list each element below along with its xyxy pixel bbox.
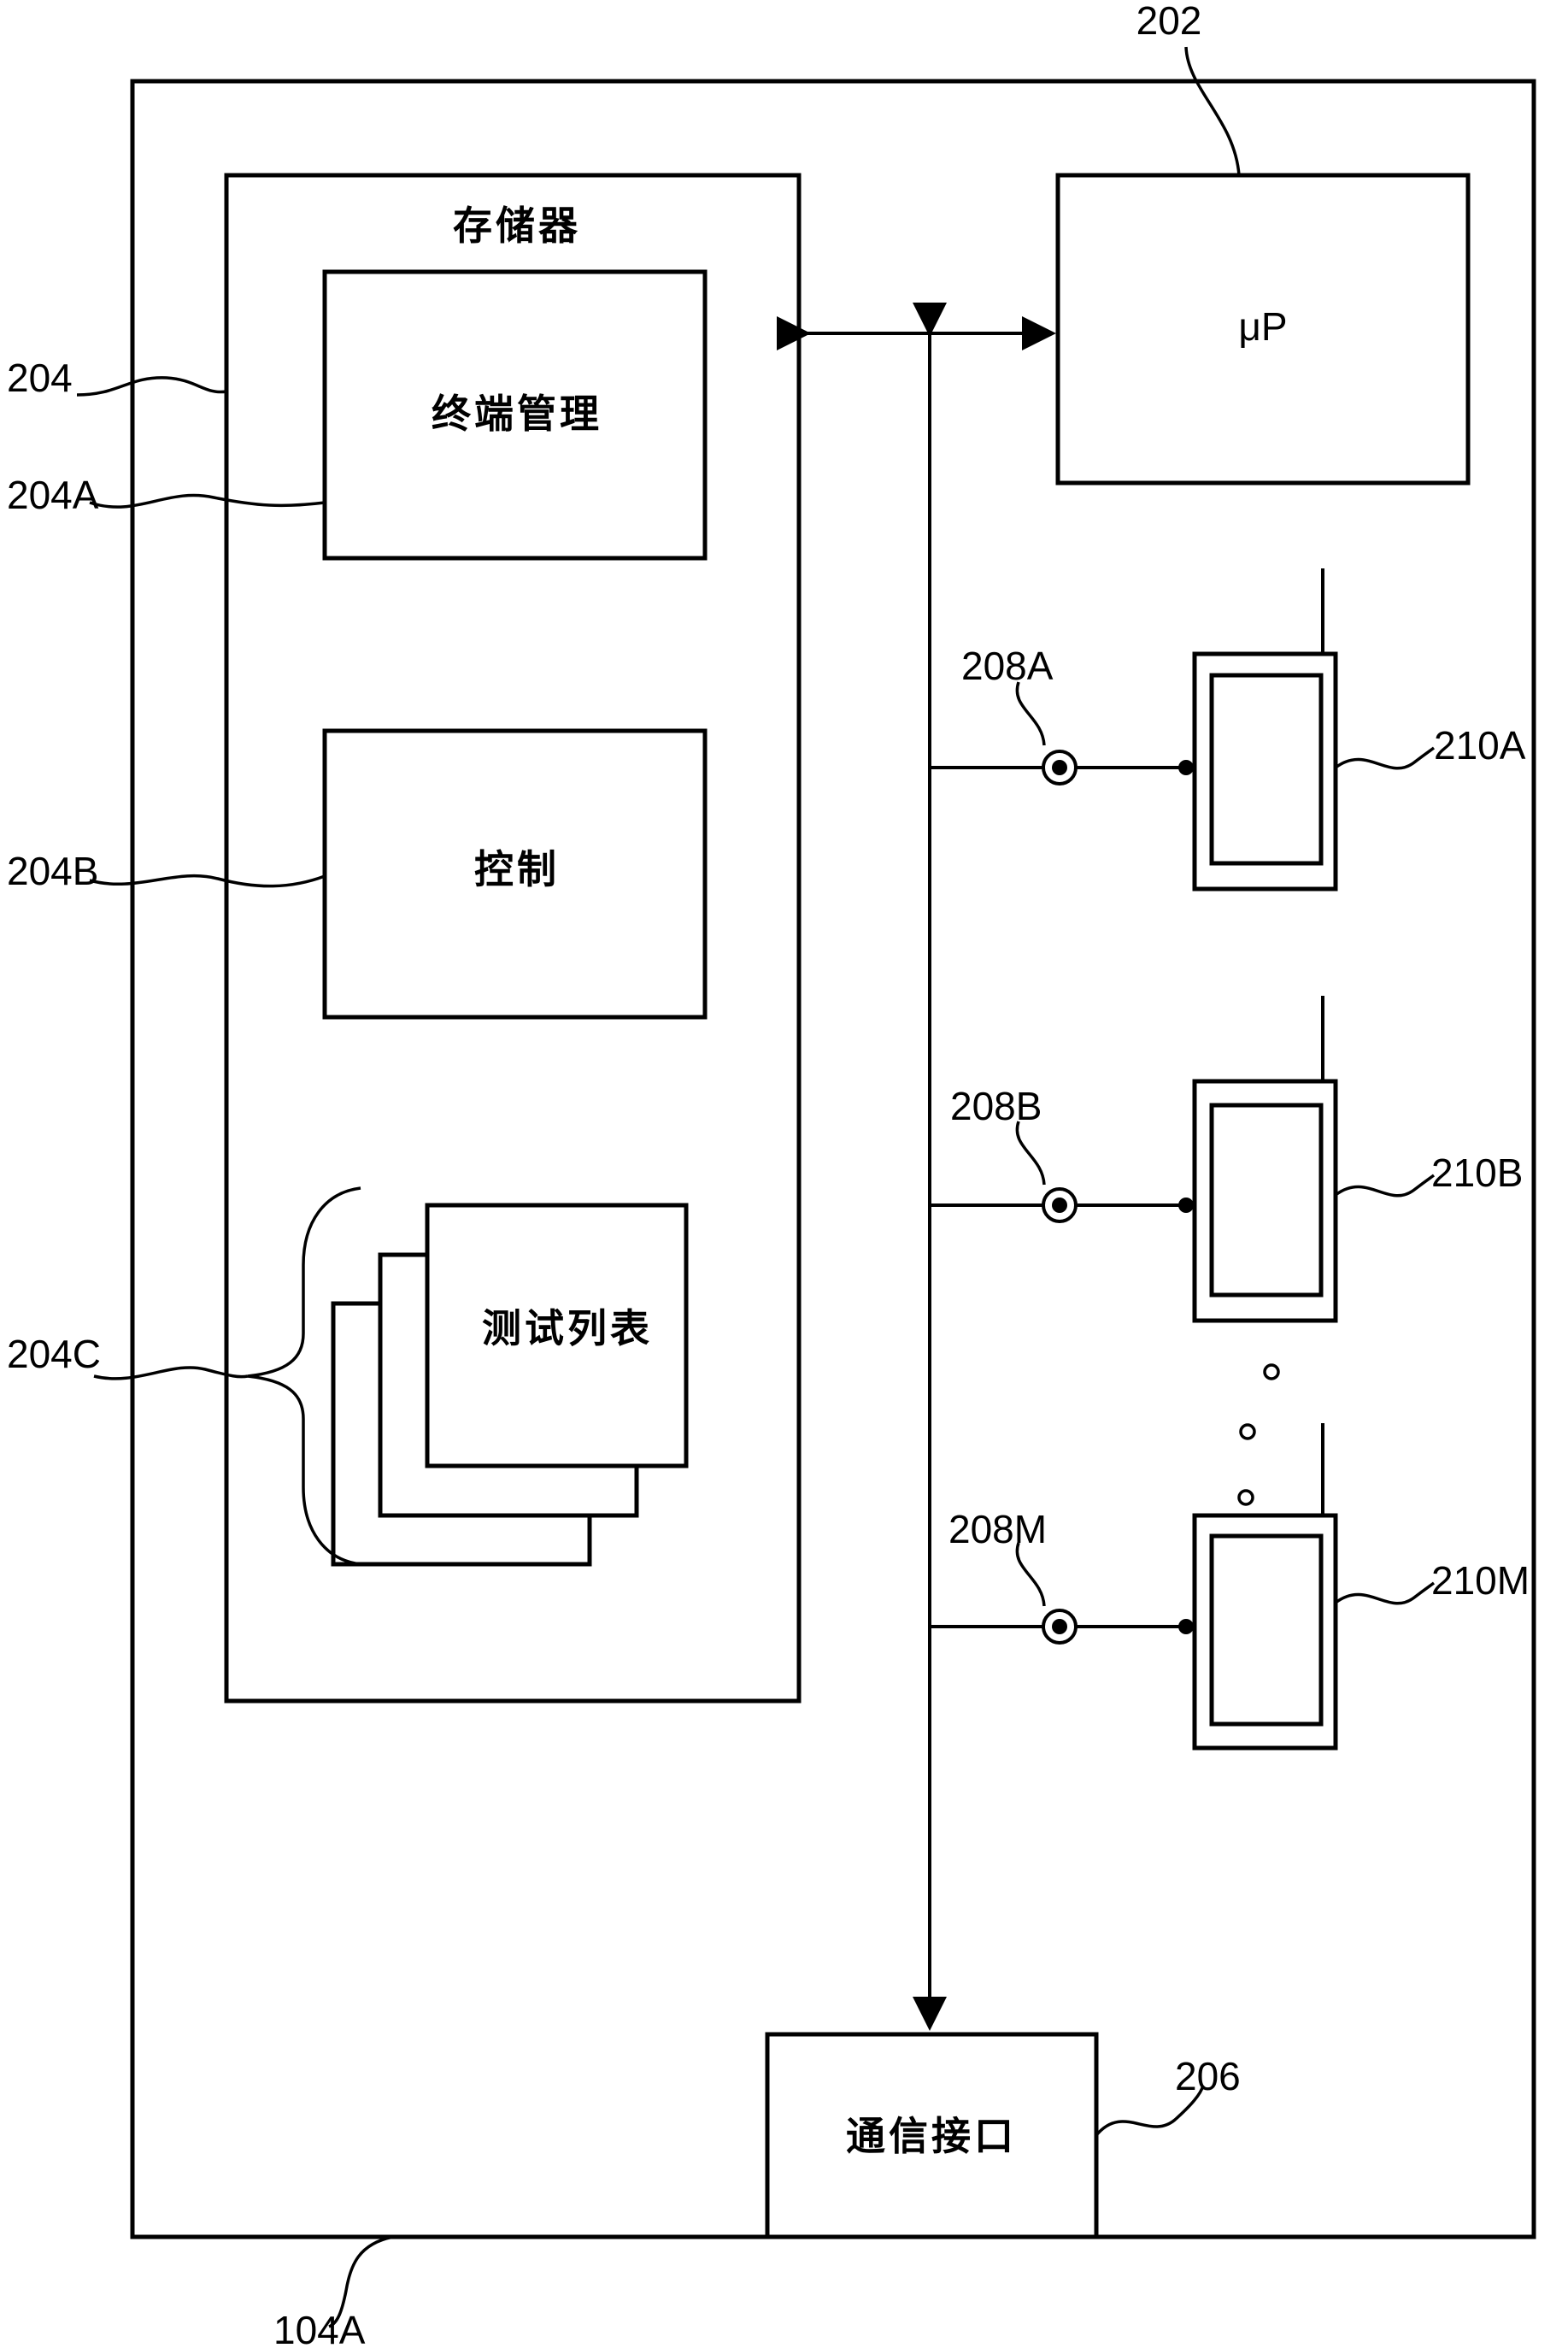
port-210a <box>1178 760 1194 775</box>
leader-206 <box>1095 2085 1205 2137</box>
connector-208b-inner <box>1052 1198 1067 1213</box>
connector-208m-inner <box>1052 1619 1067 1634</box>
ref-210a: 210A <box>1434 723 1526 768</box>
leader-204 <box>76 376 227 397</box>
processor-label: μP <box>1238 304 1287 349</box>
leader-204c <box>93 1366 249 1380</box>
ellipsis-dot-2 <box>1239 1423 1256 1440</box>
handset-210b-screen <box>1209 1103 1324 1298</box>
handset-210b <box>1192 1079 1338 1323</box>
handset-210a-screen <box>1209 673 1324 866</box>
ref-204b: 204B <box>7 849 98 893</box>
comm-interface-box <box>765 2032 1099 2239</box>
port-210b <box>1178 1198 1194 1213</box>
handset-210m <box>1192 1513 1338 1751</box>
port-210m <box>1178 1619 1194 1634</box>
leader-204b <box>89 874 326 888</box>
ref-210m: 210M <box>1431 1558 1530 1603</box>
leader-208a <box>1015 681 1046 746</box>
leader-208b <box>1015 1121 1046 1186</box>
control-box <box>322 728 708 1020</box>
memory-label: 存储器 <box>453 203 581 249</box>
device-enclosure <box>130 79 1536 2239</box>
ref-204c: 204C <box>7 1332 101 1376</box>
ref-208m: 208M <box>948 1507 1047 1551</box>
test-list-sheet-1 <box>425 1203 689 1468</box>
leader-104a <box>328 2235 394 2328</box>
terminal-management-box <box>322 269 708 561</box>
handset-210m-screen <box>1209 1533 1324 1727</box>
ref-208a: 208A <box>961 644 1054 688</box>
leader-210b <box>1334 1174 1436 1198</box>
ref-208b: 208B <box>950 1084 1042 1128</box>
control-label: 控制 <box>474 846 560 892</box>
comm-interface-label: 通信接口 <box>846 2113 1017 2159</box>
ellipsis-dot-3 <box>1237 1489 1254 1506</box>
ref-202: 202 <box>1136 0 1202 43</box>
memory-block <box>224 173 802 1704</box>
leader-202 <box>1184 46 1241 176</box>
test-list-label: 测试列表 <box>482 1305 653 1351</box>
leader-210a <box>1334 746 1436 770</box>
processor-box <box>1055 173 1471 485</box>
connector-208a-inner <box>1052 760 1067 775</box>
ref-206: 206 <box>1175 2054 1241 2098</box>
ref-204: 204 <box>7 356 73 400</box>
leader-204a <box>89 493 326 509</box>
leader-210m <box>1334 1581 1436 1605</box>
ref-210b: 210B <box>1431 1150 1523 1195</box>
leader-208m <box>1015 1542 1046 1607</box>
terminal-management-label: 终端管理 <box>432 391 602 437</box>
ref-204a: 204A <box>7 473 99 517</box>
handset-210a <box>1192 651 1338 892</box>
ref-104a: 104A <box>273 2308 366 2348</box>
ellipsis-dot-1 <box>1263 1363 1280 1380</box>
